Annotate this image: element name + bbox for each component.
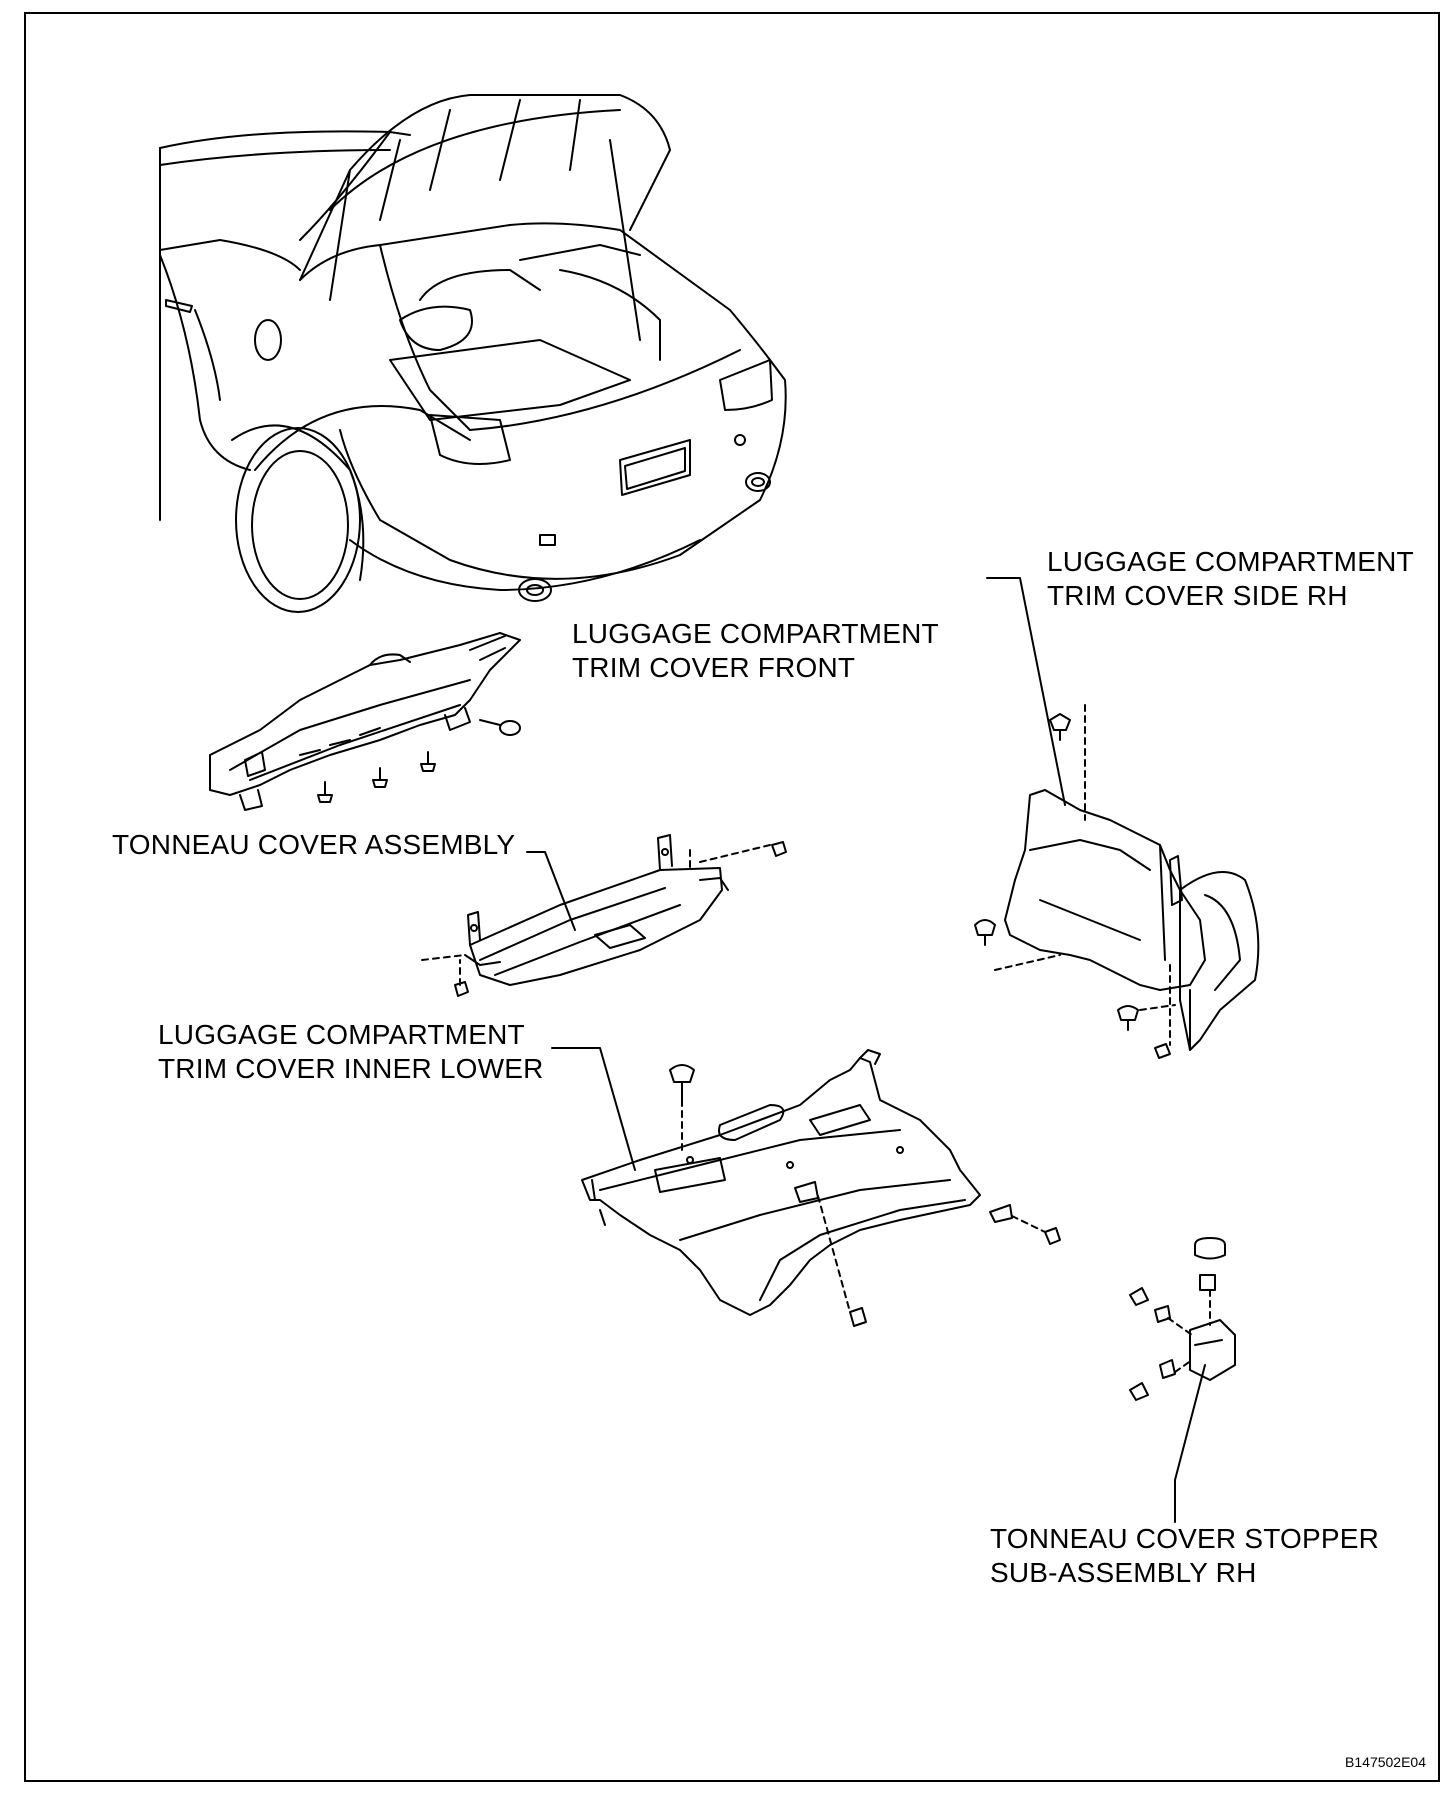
trim-cover-front-part: [209, 632, 521, 811]
label-trim-cover-inner-lower: LUGGAGE COMPARTMENT TRIM COVER INNER LOW…: [158, 1019, 544, 1084]
label-tonneau-cover-assembly: TONNEAU COVER ASSEMBLY: [112, 829, 516, 860]
trim-cover-side-rh-part: [1004, 789, 1260, 1051]
figure-code: B147502E04: [1345, 1754, 1426, 1770]
tonneau-nuts: [421, 844, 771, 986]
label-trim-cover-side-rh: LUGGAGE COMPARTMENT TRIM COVER SIDE RH: [1047, 546, 1414, 611]
inner-lower-fasteners: [669, 1064, 1061, 1327]
tonneau-cover-part: [464, 834, 729, 986]
side-rh-fasteners: [974, 713, 1171, 1059]
label-trim-cover-front: LUGGAGE COMPARTMENT TRIM COVER FRONT: [572, 618, 939, 683]
leader-lines: [526, 577, 1206, 1523]
trim-cover-inner-lower-part: [581, 1049, 981, 1316]
label-tonneau-cover-stopper: TONNEAU COVER STOPPER SUB-ASSEMBLY RH: [990, 1523, 1380, 1588]
tonneau-stopper-part: [1129, 1237, 1236, 1401]
diagram-frame: [24, 12, 1440, 1782]
trim-front-clips: [317, 719, 521, 803]
car-illustration: [159, 94, 787, 613]
